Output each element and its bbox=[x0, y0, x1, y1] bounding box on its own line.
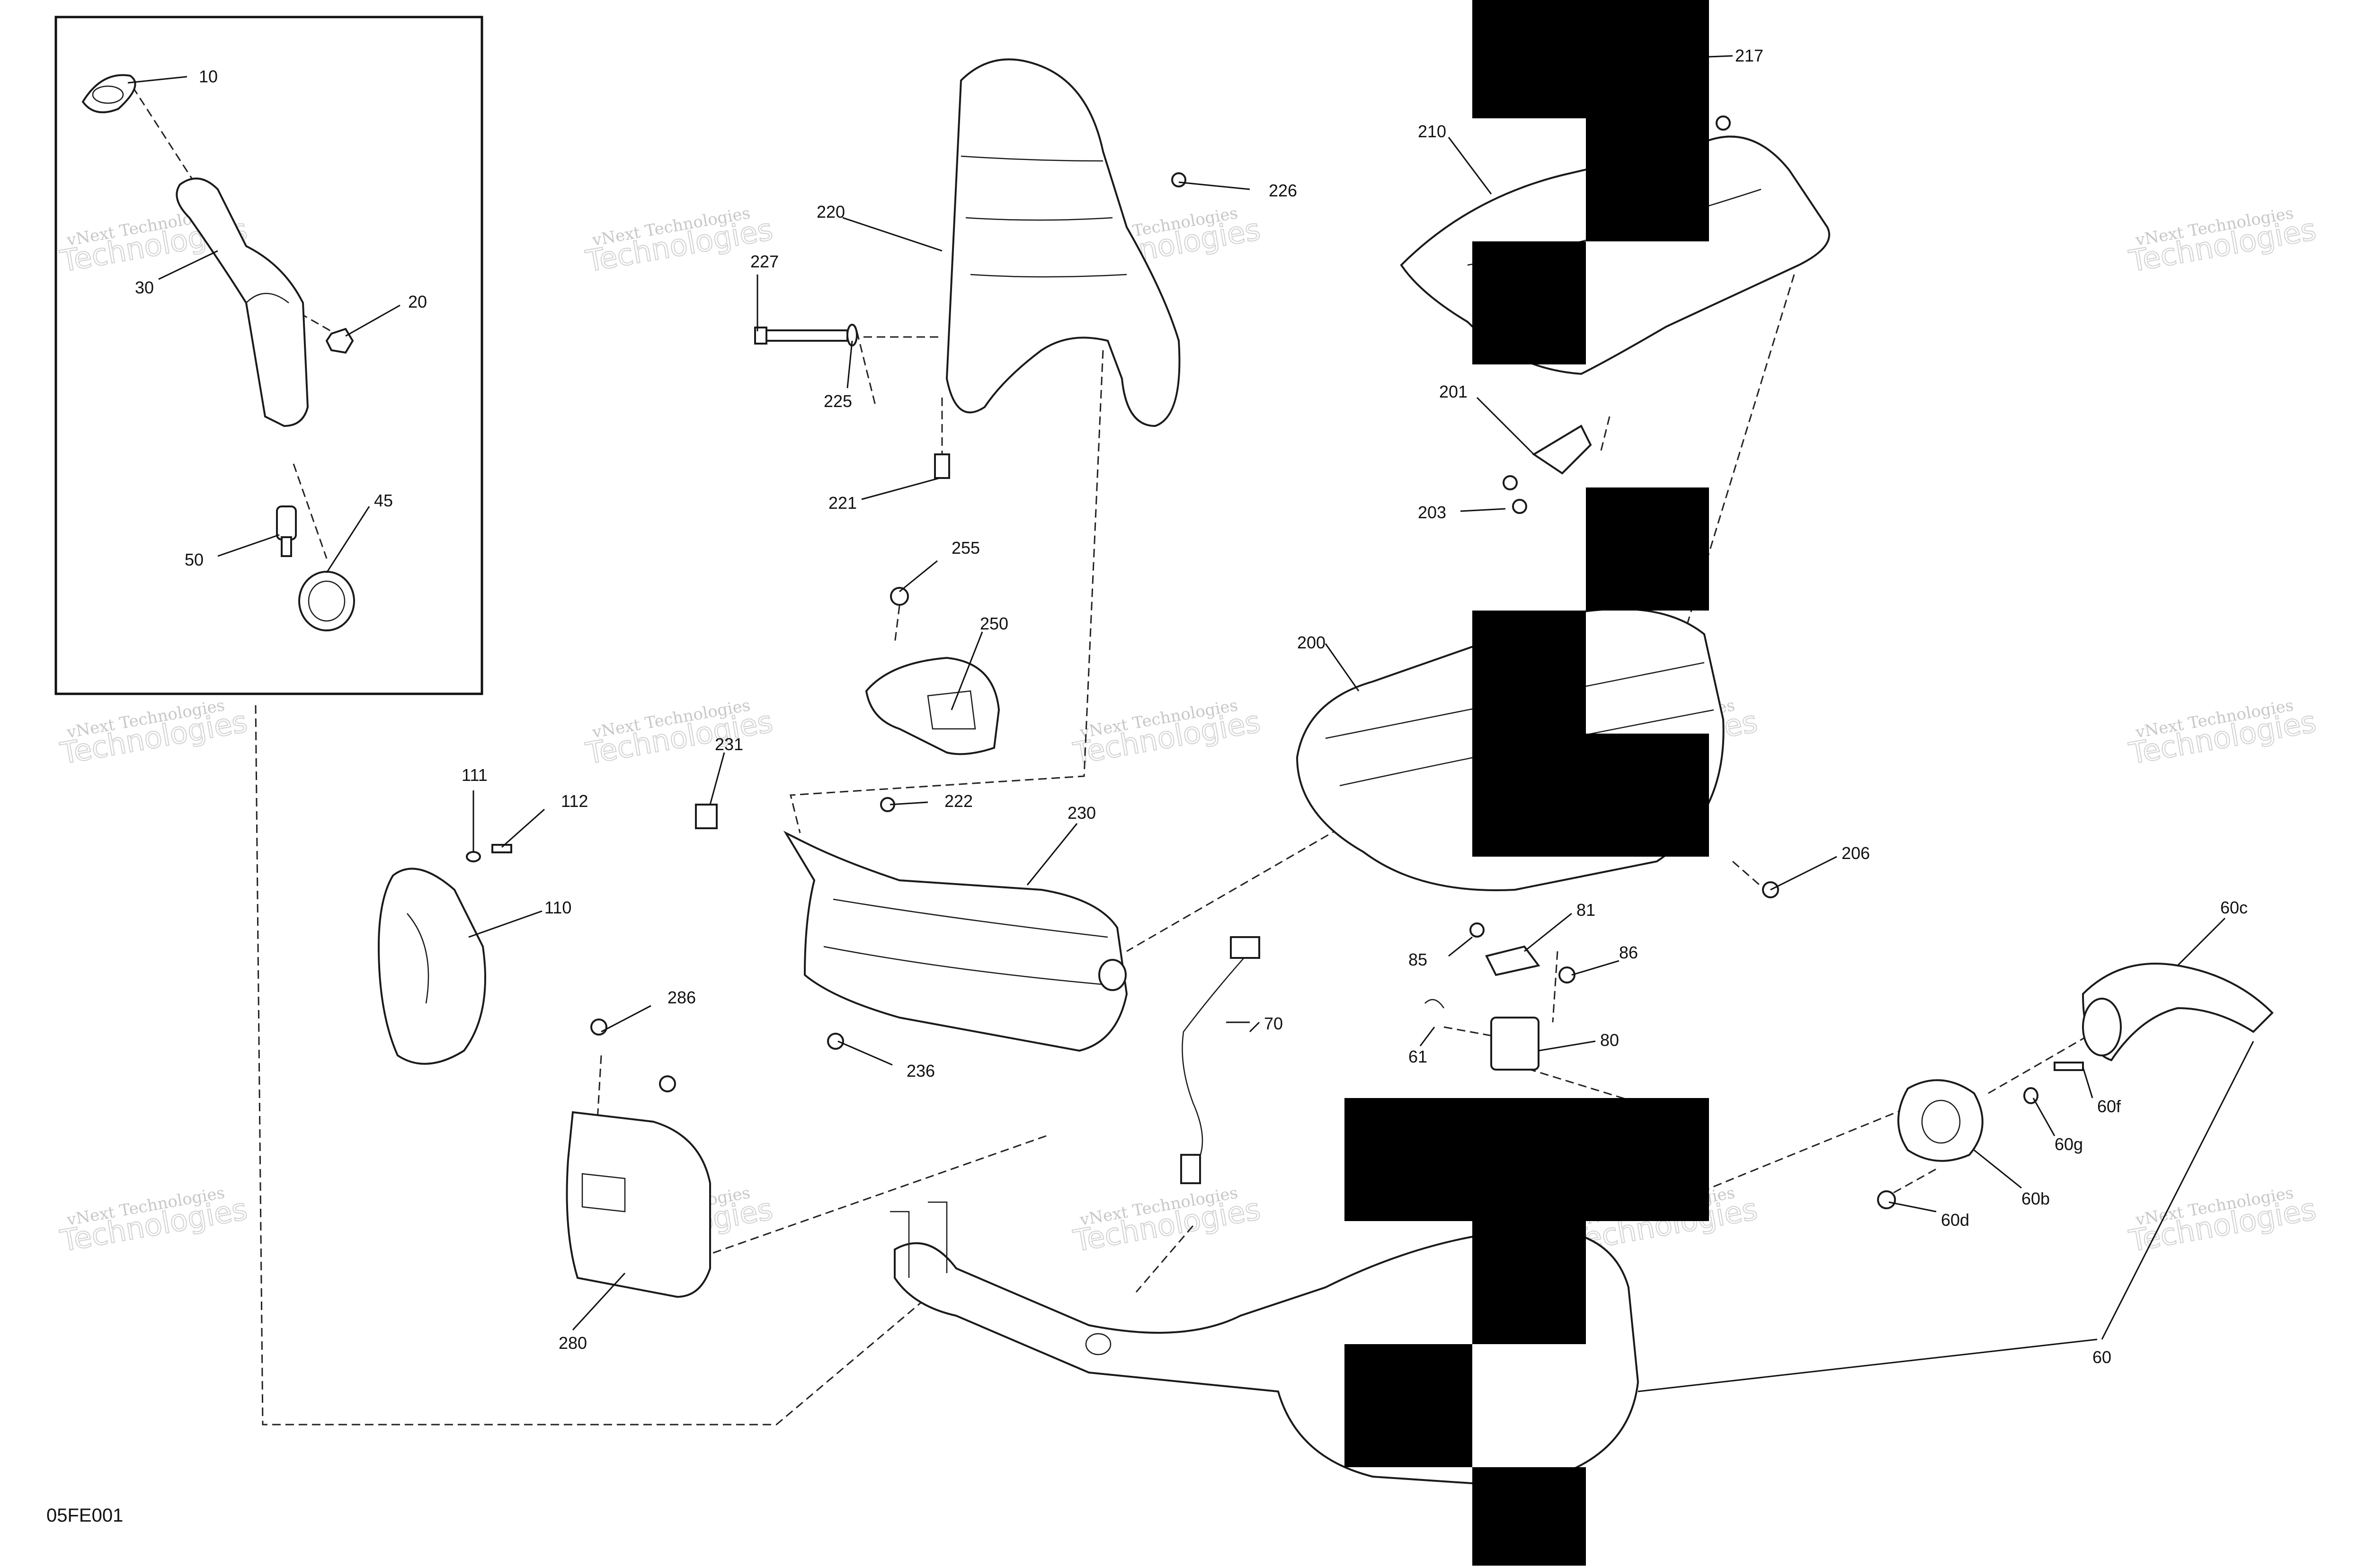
part-286-bolts bbox=[590, 1019, 676, 1092]
callout-60: 60 bbox=[2092, 1347, 2111, 1367]
callout-217: 217 bbox=[1735, 46, 1763, 65]
callout-222: 222 bbox=[944, 791, 973, 811]
callout-200: 200 bbox=[1297, 633, 1326, 652]
part-10-gasket bbox=[81, 74, 136, 114]
callout-225: 225 bbox=[824, 391, 852, 411]
callout-201: 201 bbox=[1439, 382, 1468, 401]
part-231-clip bbox=[695, 804, 718, 829]
callout-110: 110 bbox=[544, 898, 571, 917]
callout-210: 210 bbox=[1418, 122, 1446, 141]
callout-61: 61 bbox=[1408, 1047, 1427, 1066]
callout-286: 286 bbox=[667, 988, 696, 1007]
callout-50: 50 bbox=[185, 550, 204, 569]
callout-80: 80 bbox=[1600, 1030, 1619, 1050]
callout-leaders bbox=[127, 55, 2254, 1392]
callout-60f: 60f bbox=[2097, 1097, 2121, 1116]
callout-70: 70 bbox=[1264, 1014, 1283, 1033]
part-86-nut bbox=[1558, 966, 1575, 983]
part-201-bracket bbox=[1532, 425, 1592, 475]
callout-45: 45 bbox=[374, 491, 393, 510]
part-236-bolt bbox=[827, 1033, 844, 1050]
part-110-heat-shield bbox=[377, 868, 486, 1065]
callout-60d: 60d bbox=[1941, 1210, 1969, 1230]
part-220-heat-shield bbox=[945, 58, 1181, 427]
part-70-oxygen-sensor bbox=[1180, 936, 1260, 1184]
part-45-ring bbox=[298, 571, 355, 631]
callout-10: 10 bbox=[199, 67, 218, 86]
callout-111: 111 bbox=[462, 765, 488, 785]
callout-81: 81 bbox=[1576, 900, 1595, 920]
part-20-nut bbox=[325, 328, 354, 354]
callout-203: 203 bbox=[1418, 503, 1446, 522]
callout-231: 231 bbox=[715, 735, 743, 754]
callout-60c: 60c bbox=[2220, 898, 2248, 917]
callout-280: 280 bbox=[559, 1333, 587, 1353]
part-60c-tailpipe bbox=[2082, 963, 2274, 1062]
callout-236: 236 bbox=[907, 1061, 935, 1081]
part-255-bolt bbox=[890, 587, 909, 606]
callout-250: 250 bbox=[980, 614, 1008, 633]
part-226-bolt bbox=[1171, 172, 1186, 187]
callout-221: 221 bbox=[828, 493, 857, 513]
callout-220: 220 bbox=[817, 202, 845, 221]
part-30-header-pipe bbox=[176, 177, 309, 427]
part-250-cover bbox=[865, 656, 1000, 755]
figure-code: 05FE001 bbox=[46, 1505, 124, 1526]
part-60d-nut bbox=[1877, 1190, 1896, 1209]
part-81-bracket bbox=[1485, 945, 1540, 976]
inset-frame bbox=[54, 16, 483, 695]
part-221-clip bbox=[934, 453, 950, 479]
part-112-bolt bbox=[491, 844, 512, 853]
callout-labels: 10 20 30 45 50 60 60b 60c 60d 60f 60g 61… bbox=[135, 46, 2248, 1367]
callout-227: 227 bbox=[750, 252, 779, 271]
callout-60g: 60g bbox=[2055, 1134, 2083, 1154]
callout-112: 112 bbox=[561, 791, 588, 811]
callout-230: 230 bbox=[1068, 803, 1096, 823]
callout-20: 20 bbox=[408, 292, 427, 311]
part-227-bolt bbox=[754, 327, 848, 345]
callout-60b: 60b bbox=[2021, 1189, 2050, 1208]
part-80-grommet bbox=[1490, 1017, 1539, 1071]
callout-86: 86 bbox=[1619, 943, 1638, 962]
part-50-stud bbox=[276, 505, 297, 557]
part-85-bolt bbox=[1469, 922, 1485, 938]
part-60f-bolt bbox=[2054, 1062, 2084, 1071]
part-217-nut bbox=[1716, 115, 1731, 131]
part-60b-flange bbox=[1897, 1079, 1984, 1162]
callout-85: 85 bbox=[1408, 950, 1427, 969]
part-230-exhaust-shield bbox=[783, 831, 1128, 1052]
part-111-washer bbox=[466, 851, 481, 862]
callout-206: 206 bbox=[1842, 843, 1870, 863]
part-61-clip bbox=[1424, 999, 1445, 1009]
callout-30: 30 bbox=[135, 278, 154, 297]
callout-255: 255 bbox=[952, 538, 980, 558]
redaction-blocks bbox=[1344, 0, 1709, 1566]
part-203-nuts bbox=[1503, 475, 1527, 514]
callout-226: 226 bbox=[1269, 181, 1297, 200]
part-280-heat-shield bbox=[566, 1111, 711, 1298]
